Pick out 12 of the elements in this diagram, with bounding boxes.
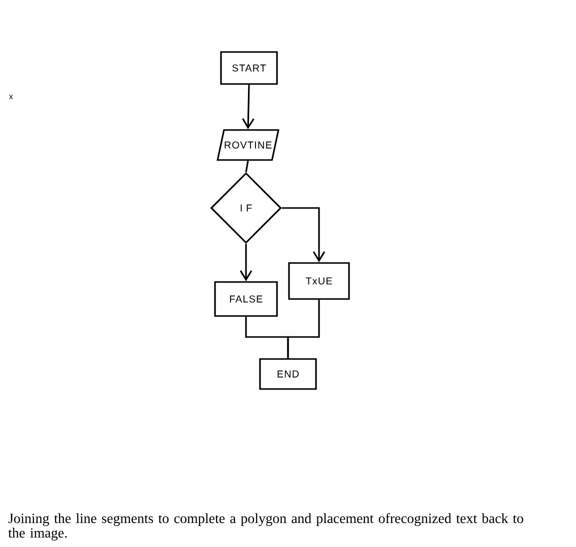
- process-box: END: [259, 358, 317, 390]
- process-box: FALSE: [214, 281, 278, 317]
- arrow: [282, 207, 326, 262]
- mark-label: x: [9, 94, 13, 100]
- arrow: [242, 84, 254, 130]
- connector-line: [287, 300, 320, 358]
- process-box: START: [220, 51, 278, 85]
- arrow: [240, 244, 252, 282]
- input-parallelogram: ROVTINE: [216, 129, 280, 161]
- connector-line: [245, 160, 249, 172]
- process-box: TxUE: [288, 262, 350, 300]
- caption: Joining the line segments to complete a polygon and placement ofrecognized text back to the image.: [8, 513, 524, 541]
